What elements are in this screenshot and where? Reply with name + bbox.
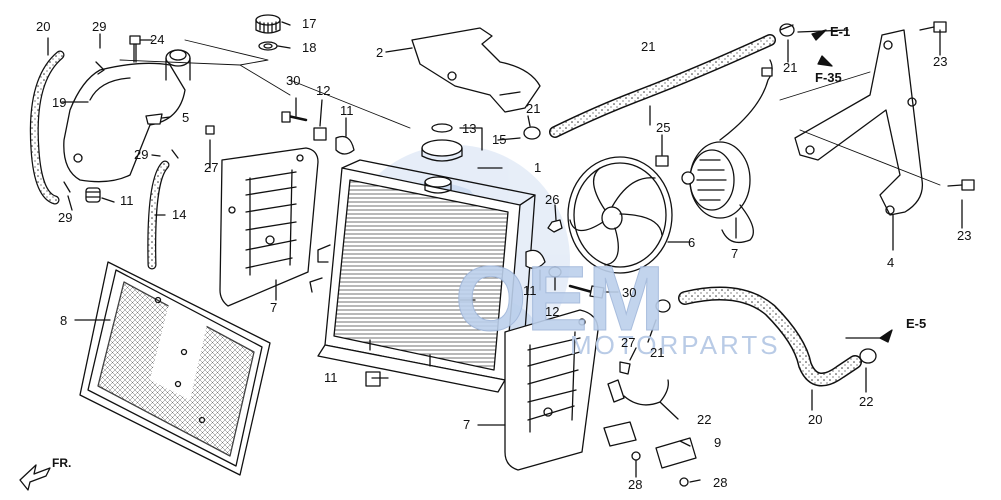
ref-e1[interactable]: E-1 bbox=[830, 24, 851, 39]
clip-29b bbox=[63, 181, 71, 193]
grommet-11-left bbox=[85, 187, 101, 203]
part-number-17[interactable]: 19 bbox=[52, 95, 67, 110]
part-number-21-d[interactable]: 22 bbox=[859, 394, 874, 409]
part-number-7-left[interactable]: 7 bbox=[270, 300, 278, 315]
part-number-18[interactable]: 20 bbox=[36, 19, 51, 34]
part-number-13[interactable]: 13 bbox=[462, 121, 477, 136]
part-number-10[interactable]: 15 bbox=[492, 132, 507, 147]
bolt-23b bbox=[947, 179, 975, 191]
watermark-subtitle: MOTORPARTS bbox=[570, 330, 781, 360]
cap-15 bbox=[255, 14, 281, 34]
grommet-11-mid bbox=[525, 249, 546, 269]
part-number-22[interactable]: 22 bbox=[697, 412, 712, 427]
bolt-27-bottom bbox=[619, 361, 631, 375]
part-number-6[interactable]: 7 bbox=[731, 246, 739, 261]
grille-8 bbox=[79, 261, 271, 476]
part-number-26[interactable]: 26 bbox=[545, 192, 560, 207]
part-number-16[interactable]: 18 bbox=[302, 40, 317, 55]
part-number-2[interactable]: 2 bbox=[376, 45, 384, 60]
clamp-21c bbox=[655, 299, 671, 313]
bolt-27-top bbox=[205, 125, 215, 135]
seal-16 bbox=[258, 41, 278, 51]
front-direction-label: FR. bbox=[52, 456, 72, 470]
part-number-19[interactable]: 21 bbox=[641, 39, 656, 54]
part-number-11-bottom[interactable]: 11 bbox=[324, 370, 338, 385]
part-number-3[interactable]: 5 bbox=[182, 110, 190, 125]
reserve-tank bbox=[63, 49, 191, 183]
part-number-20[interactable]: 20 bbox=[808, 412, 823, 427]
bracket-4 bbox=[794, 29, 924, 216]
bolt-23a bbox=[919, 21, 947, 33]
grommet-11-top bbox=[335, 135, 355, 155]
part-number-15[interactable]: 17 bbox=[302, 16, 317, 31]
collar-12 bbox=[548, 266, 562, 278]
part-number-29-c[interactable]: 29 bbox=[58, 210, 73, 225]
thermo-switch bbox=[603, 379, 669, 447]
relay-9 bbox=[631, 437, 697, 487]
part-number-25[interactable]: 25 bbox=[656, 120, 671, 135]
part-number-27-a[interactable]: 27 bbox=[204, 160, 219, 175]
part-number-21-b[interactable]: 21 bbox=[526, 101, 541, 116]
radiator-cap bbox=[421, 123, 463, 162]
part-number-30-top[interactable]: 30 bbox=[286, 73, 301, 88]
bolt-24 bbox=[129, 35, 141, 63]
bolt-30-top bbox=[281, 111, 308, 123]
clamp-21d bbox=[859, 348, 877, 364]
watermark-logo-text: OEM bbox=[455, 248, 665, 350]
part-number-14[interactable]: 14 bbox=[172, 207, 187, 222]
part-number-9[interactable]: 9 bbox=[714, 435, 722, 450]
part-number-28-a[interactable]: 28 bbox=[628, 477, 643, 492]
radiator-core bbox=[309, 159, 536, 393]
nut-26 bbox=[547, 219, 563, 233]
plate-2 bbox=[411, 27, 541, 113]
part-number-28-b[interactable]: 28 bbox=[713, 475, 728, 490]
part-number-29-a[interactable]: 29 bbox=[92, 19, 107, 34]
part-number-30-mid[interactable]: 30 bbox=[622, 285, 637, 300]
ref-f35[interactable]: F-35 bbox=[815, 70, 842, 85]
part-number-23-a[interactable]: 23 bbox=[933, 54, 948, 69]
clip-29a bbox=[95, 61, 105, 75]
part-number-21-c[interactable]: 21 bbox=[650, 345, 665, 360]
grommet-11-bottom bbox=[365, 371, 381, 387]
shroud-7-right bbox=[504, 309, 599, 471]
bolt-25 bbox=[655, 155, 669, 167]
part-number-5[interactable]: 6 bbox=[688, 235, 696, 250]
clip-29c bbox=[171, 149, 179, 159]
part-number-23-b[interactable]: 23 bbox=[957, 228, 972, 243]
collar-12-top bbox=[313, 127, 327, 141]
part-number-12-top[interactable]: 12 bbox=[316, 83, 331, 98]
watermark-logo: OEM bbox=[455, 248, 666, 351]
clamp-21a bbox=[523, 126, 541, 140]
part-number-11-mid[interactable]: 11 bbox=[523, 283, 537, 298]
ref-e5[interactable]: E-5 bbox=[906, 316, 927, 331]
fan-5 bbox=[567, 156, 673, 274]
arrow-e1 bbox=[811, 29, 827, 41]
arrow-e5 bbox=[879, 329, 893, 343]
front-arrow bbox=[19, 464, 51, 491]
part-number-7-right[interactable]: 7 bbox=[463, 417, 471, 432]
part-number-21-a[interactable]: 21 bbox=[783, 60, 798, 75]
part-number-12-mid[interactable]: 12 bbox=[545, 304, 560, 319]
part-number-1[interactable]: 1 bbox=[534, 160, 542, 175]
part-number-8[interactable]: 8 bbox=[60, 313, 68, 328]
fan-motor-6 bbox=[681, 59, 773, 244]
arrow-f35 bbox=[817, 55, 833, 67]
shroud-7-left bbox=[219, 147, 319, 307]
clamp-3 bbox=[145, 113, 163, 125]
part-number-4[interactable]: 4 bbox=[887, 255, 895, 270]
part-number-11-top[interactable]: 11 bbox=[340, 103, 354, 118]
part-number-24[interactable]: 24 bbox=[150, 32, 165, 47]
part-number-29-b[interactable]: 29 bbox=[134, 147, 149, 162]
part-number-11-left[interactable]: 11 bbox=[120, 193, 134, 208]
bolt-30-mid bbox=[568, 284, 605, 299]
part-number-27-b[interactable]: 27 bbox=[621, 335, 636, 350]
